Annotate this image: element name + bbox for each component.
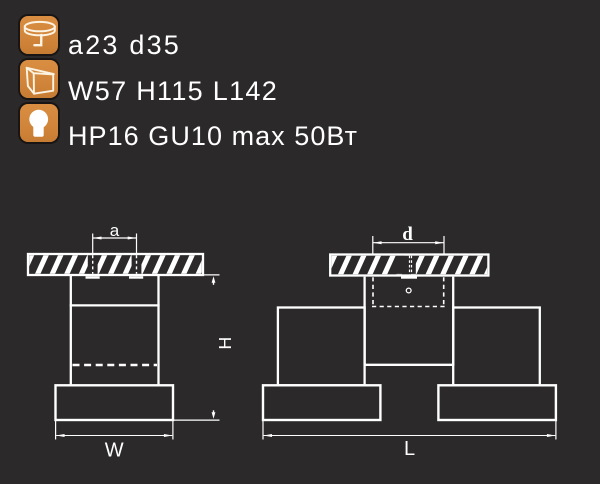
svg-text:W: W bbox=[105, 439, 124, 461]
svg-text:L: L bbox=[404, 438, 415, 460]
svg-text:d: d bbox=[402, 224, 413, 245]
svg-text:H: H bbox=[215, 337, 235, 350]
svg-text:a: a bbox=[110, 221, 120, 240]
